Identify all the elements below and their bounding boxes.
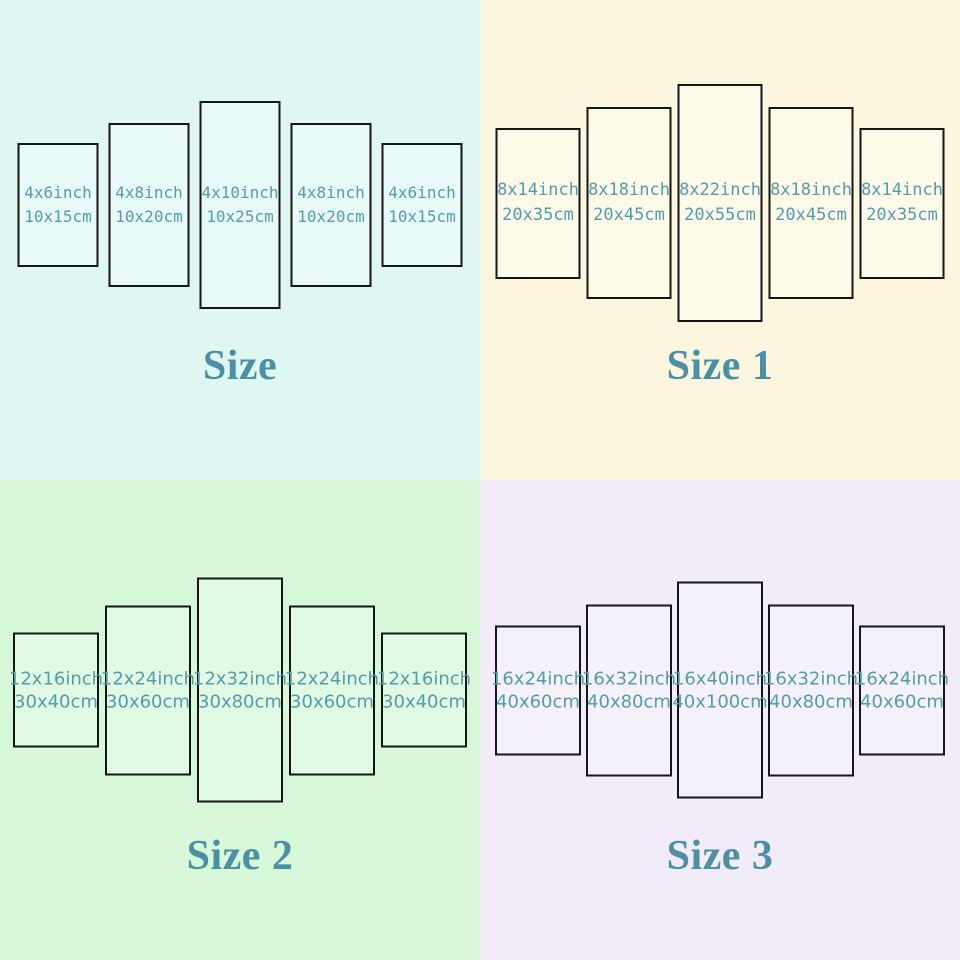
size-panel: 12x16inch 30x40cm bbox=[9, 632, 103, 748]
panel-inch-label: 4x6inch bbox=[24, 183, 92, 202]
panel-inch-label: 12x32inch bbox=[192, 668, 288, 689]
size-panel: 8x18inch 20x45cm bbox=[768, 107, 854, 299]
panel-inch-label: 16x24inch bbox=[490, 668, 586, 689]
size-panel: 12x24inch 30x60cm bbox=[285, 605, 379, 775]
panel-cm-label: 20x45cm bbox=[775, 205, 847, 225]
size-panel: 8x22inch 20x55cm bbox=[677, 84, 763, 322]
panel-cm-label: 20x35cm bbox=[502, 205, 574, 225]
panel-cm-label: 10x15cm bbox=[24, 207, 92, 226]
panel-cm-label: 30x80cm bbox=[198, 691, 282, 712]
panel-inch-label: 16x32inch bbox=[581, 668, 677, 689]
size-panel: 16x32inch 40x80cm bbox=[764, 604, 858, 776]
size-panel: 16x40inch 40x100cm bbox=[672, 581, 768, 799]
panel-row: 8x14inch 20x35cm 8x18inch 20x45cm 8x22in… bbox=[495, 84, 945, 322]
panel-cm-label: 20x35cm bbox=[866, 205, 938, 225]
panel-cm-label: 40x60cm bbox=[496, 691, 580, 712]
size-panel: 4x6inch 10x15cm bbox=[17, 143, 99, 267]
size-panel: 12x24inch 30x60cm bbox=[101, 605, 195, 775]
panel-inch-label: 4x8inch bbox=[297, 183, 365, 202]
panel-cm-label: 20x45cm bbox=[593, 205, 665, 225]
size-panel: 4x8inch 10x20cm bbox=[290, 123, 372, 287]
size-panel: 4x10inch 10x25cm bbox=[199, 101, 281, 309]
panel-inch-label: 4x10inch bbox=[201, 183, 279, 202]
panel-row: 4x6inch 10x15cm 4x8inch 10x20cm 4x10inch… bbox=[17, 101, 463, 309]
size-panel: 16x24inch 40x60cm bbox=[855, 625, 949, 755]
size-panel: 16x24inch 40x60cm bbox=[491, 625, 585, 755]
panel-inch-label: 8x18inch bbox=[588, 180, 670, 200]
size-panel: 12x16inch 30x40cm bbox=[377, 632, 471, 748]
panel-cm-label: 30x40cm bbox=[382, 691, 466, 712]
panel-cm-label: 40x80cm bbox=[769, 691, 853, 712]
panel-inch-label: 12x16inch bbox=[376, 668, 472, 689]
size-group-title: Size 1 bbox=[666, 343, 774, 389]
size-group-title: Size 2 bbox=[186, 833, 294, 879]
panel-cm-label: 30x40cm bbox=[14, 691, 98, 712]
panel-inch-label: 16x32inch bbox=[763, 668, 859, 689]
panel-inch-label: 8x14inch bbox=[861, 180, 943, 200]
panel-inch-label: 12x16inch bbox=[8, 668, 104, 689]
panel-cm-label: 40x100cm bbox=[672, 691, 768, 712]
panel-inch-label: 12x24inch bbox=[100, 668, 196, 689]
size-group-title: Size bbox=[202, 343, 278, 389]
panel-inch-label: 16x24inch bbox=[854, 668, 950, 689]
panel-inch-label: 8x22inch bbox=[679, 180, 761, 200]
panel-cm-label: 20x55cm bbox=[684, 205, 756, 225]
panel-cm-label: 10x15cm bbox=[388, 207, 456, 226]
size-panel: 4x8inch 10x20cm bbox=[108, 123, 190, 287]
panel-cm-label: 10x20cm bbox=[115, 207, 183, 226]
panel-cm-label: 30x60cm bbox=[290, 691, 374, 712]
panel-inch-label: 8x18inch bbox=[770, 180, 852, 200]
panel-cm-label: 30x60cm bbox=[106, 691, 190, 712]
panel-cm-label: 10x25cm bbox=[206, 207, 274, 226]
panel-inch-label: 4x8inch bbox=[115, 183, 183, 202]
quadrant-size-2: 12x16inch 30x40cm 12x24inch 30x60cm 12x3… bbox=[0, 480, 480, 960]
size-group-title: Size 3 bbox=[666, 833, 774, 879]
quadrant-size: 4x6inch 10x15cm 4x8inch 10x20cm 4x10inch… bbox=[0, 0, 480, 480]
quadrant-size-3: 16x24inch 40x60cm 16x32inch 40x80cm 16x4… bbox=[480, 480, 960, 960]
panel-inch-label: 16x40inch bbox=[672, 668, 768, 689]
panel-cm-label: 10x20cm bbox=[297, 207, 365, 226]
size-panel: 8x14inch 20x35cm bbox=[859, 127, 945, 279]
quadrant-size-1: 8x14inch 20x35cm 8x18inch 20x45cm 8x22in… bbox=[480, 0, 960, 480]
size-panel: 16x32inch 40x80cm bbox=[582, 604, 676, 776]
panel-cm-label: 40x80cm bbox=[587, 691, 671, 712]
size-panel: 4x6inch 10x15cm bbox=[381, 143, 463, 267]
panel-cm-label: 40x60cm bbox=[860, 691, 944, 712]
size-panel: 8x14inch 20x35cm bbox=[495, 127, 581, 279]
panel-inch-label: 12x24inch bbox=[284, 668, 380, 689]
panel-row: 16x24inch 40x60cm 16x32inch 40x80cm 16x4… bbox=[491, 581, 949, 799]
size-panel: 12x32inch 30x80cm bbox=[193, 577, 287, 803]
panel-row: 12x16inch 30x40cm 12x24inch 30x60cm 12x3… bbox=[9, 577, 471, 803]
panel-inch-label: 8x14inch bbox=[497, 180, 579, 200]
panel-inch-label: 4x6inch bbox=[388, 183, 456, 202]
size-panel: 8x18inch 20x45cm bbox=[586, 107, 672, 299]
